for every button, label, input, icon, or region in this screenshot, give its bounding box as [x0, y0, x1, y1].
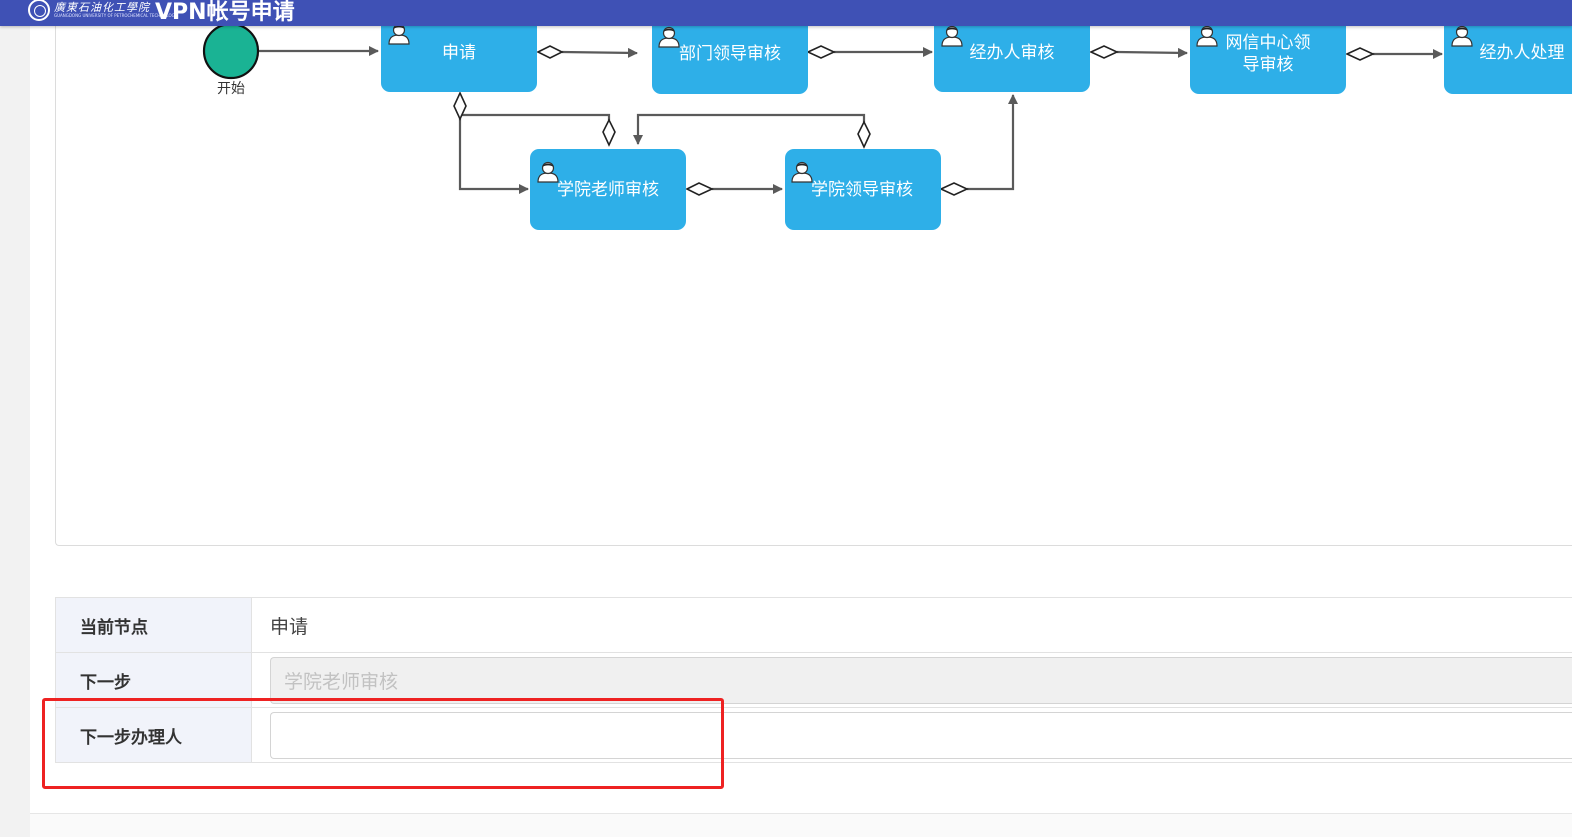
diamond-teacher-up: [602, 118, 616, 147]
edge-apply-dept: [561, 47, 638, 58]
node-label-netcenter-line1: 网信中心领: [1226, 33, 1311, 53]
school-name-english: GUANGDONG UNIVERSITY OF PETROCHEMICAL TE…: [54, 13, 177, 18]
node-label-handler-review: 经办人审核: [970, 43, 1055, 63]
flow-edges: [259, 46, 1443, 194]
annotation-highlight-box: [42, 698, 724, 789]
edge-apply-teacher: [458, 117, 529, 194]
workflow-diagram: 开始 申请 部门领导审核 经办人审核 网信中心领 导审核 经办人处理 学院老师审…: [202, 10, 1572, 230]
node-apply[interactable]: 申请: [381, 10, 537, 92]
form-row-next-handler: 下一步办理人: [56, 708, 1572, 763]
edge-diamonds: [453, 45, 1375, 196]
diamond-netcenter-right: [1345, 47, 1375, 61]
node-college-teacher[interactable]: 学院老师审核: [530, 149, 686, 230]
school-name-lettering: 廣東石油化工學院 GUANGDONG UNIVERSITY OF PETROCH…: [54, 2, 177, 18]
node-label-college-teacher: 学院老师审核: [557, 180, 659, 200]
node-label-apply: 申请: [442, 43, 476, 63]
edge-leader-teacher: [633, 113, 866, 145]
form-row-current-node: 当前节点 申请: [56, 598, 1572, 653]
node-label-dept-leader: 部门领导审核: [679, 44, 781, 64]
diamond-apply-down: [453, 91, 467, 121]
node-label-handler-process: 经办人处理: [1480, 43, 1565, 63]
node-label-college-leader: 学院领导审核: [811, 180, 913, 200]
next-handler-cell: [252, 708, 1572, 762]
next-step-cell: 学院老师审核: [252, 653, 1572, 707]
next-step-select[interactable]: 学院老师审核: [270, 656, 1572, 704]
node-dept-leader[interactable]: 部门领导审核: [652, 10, 808, 94]
node-college-leader[interactable]: 学院领导审核: [785, 149, 941, 230]
current-node-value: 申请: [270, 615, 309, 638]
diamond-handler-right: [1089, 45, 1119, 59]
edge-handler-netcenter: [1116, 47, 1188, 58]
page-title: VPN帐号申请: [155, 0, 295, 25]
school-seal-icon: [28, 0, 50, 21]
edge-leader-handler: [967, 94, 1018, 191]
diamond-teacher-right: [685, 182, 714, 196]
flow-diagram-panel: [55, 20, 1572, 546]
diamond-leader-up: [857, 120, 871, 149]
next-handler-input[interactable]: [270, 711, 1572, 759]
diamond-apply-right: [536, 45, 564, 59]
school-name: 廣東石油化工學院: [54, 1, 150, 14]
start-node[interactable]: 开始: [202, 22, 260, 97]
diamond-leader-right: [939, 182, 969, 196]
bottom-strip: [30, 813, 1572, 837]
school-logo[interactable]: 廣東石油化工學院 GUANGDONG UNIVERSITY OF PETROCH…: [28, 0, 177, 22]
node-handler-process[interactable]: 经办人处理: [1444, 10, 1572, 94]
node-handler-review[interactable]: 经办人审核: [934, 10, 1090, 92]
diamond-dept-right: [806, 45, 836, 59]
top-bar: 廣東石油化工學院 GUANGDONG UNIVERSITY OF PETROCH…: [0, 0, 1572, 26]
node-label-netcenter-line2: 导审核: [1243, 55, 1294, 75]
start-label: 开始: [217, 81, 245, 97]
edge-apply-back: [460, 113, 611, 120]
current-node-label: 当前节点: [56, 598, 252, 652]
next-handler-label: 下一步办理人: [56, 708, 252, 762]
node-netcenter-leader[interactable]: 网信中心领 导审核: [1190, 10, 1346, 94]
